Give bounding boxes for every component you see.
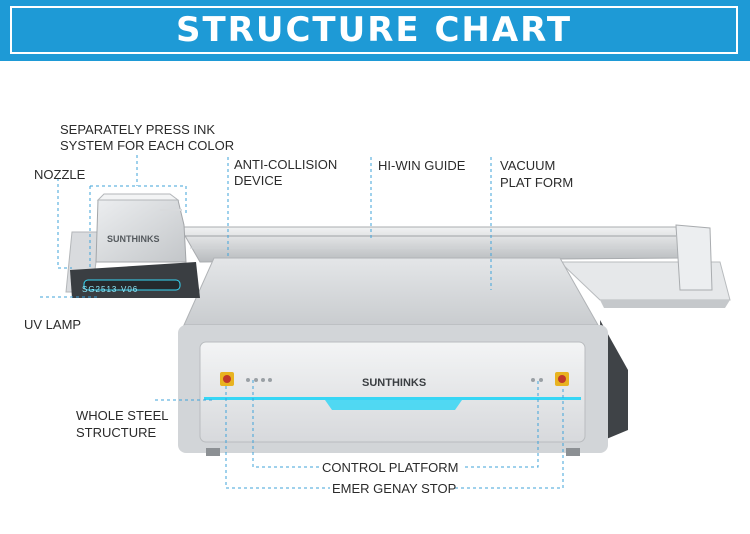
carriage-brand: SUNTHINKS — [107, 234, 160, 244]
label-anti-collision-device: DEVICE — [234, 173, 283, 188]
leader-lines — [40, 155, 564, 489]
control-lights-right — [531, 378, 543, 382]
emergency-stop-right — [555, 372, 569, 386]
label-plat-form: PLAT FORM — [500, 175, 574, 190]
label-structure: STRUCTURE — [76, 425, 157, 440]
front-body — [178, 325, 608, 456]
label-uv-lamp: UV LAMP — [24, 317, 82, 332]
led-glow — [325, 400, 462, 410]
model-badge: SG2513-V06 — [82, 285, 139, 294]
label-separately-press-ink: SEPARATELY PRESS INK — [60, 122, 216, 137]
label-emer-stop: EMER GENAY STOP — [332, 481, 457, 496]
print-carriage — [95, 193, 187, 263]
emergency-stop-left — [220, 372, 234, 386]
gantry-end-cap — [675, 224, 713, 291]
label-whole-steel: WHOLE STEEL — [76, 408, 169, 423]
label-anti-collision: ANTI-COLLISION — [234, 157, 338, 172]
front-brand: SUNTHINKS — [362, 377, 427, 389]
header-frame: STRUCTURE CHART — [10, 6, 738, 54]
label-vacuum: VACUUM — [500, 158, 556, 173]
vacuum-table — [183, 257, 599, 326]
label-nozzle: NOZZLE — [34, 167, 86, 182]
gantry-rail — [179, 226, 681, 263]
control-lights-left — [246, 378, 272, 382]
carriage-base — [70, 262, 200, 298]
page-title: STRUCTURE CHART — [175, 10, 573, 50]
led-strip — [204, 397, 581, 400]
label-hiwin-guide: HI-WIN GUIDE — [378, 158, 466, 173]
label-control-platform: CONTROL PLATFORM — [322, 460, 459, 475]
label-system-for-each-color: SYSTEM FOR EACH COLOR — [60, 138, 235, 153]
header-bar: STRUCTURE CHART — [0, 0, 750, 61]
